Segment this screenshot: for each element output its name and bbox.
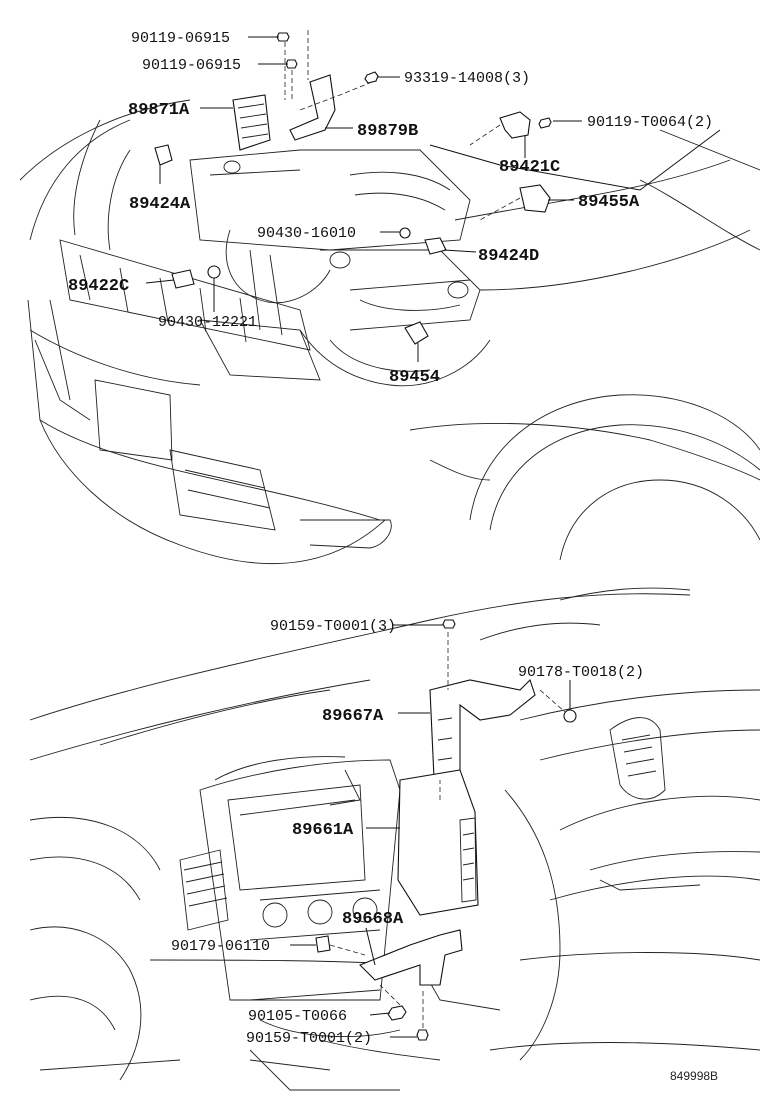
label-l11: 89424D <box>478 247 539 266</box>
bracket-89879b-icon <box>289 74 336 141</box>
figure-code: 849998B <box>670 1069 718 1083</box>
label-l8: 89455A <box>578 193 640 212</box>
label-b2: 90178-T0018(2) <box>518 664 644 681</box>
washer-90430-12221-icon <box>207 265 221 279</box>
vehicle-front-drawing <box>19 99 760 564</box>
label-l5: 89879B <box>357 122 418 141</box>
bottom-labels: 90159-T0001(3) 90178-T0018(2) 89667A 896… <box>171 618 644 1047</box>
sensor-89454-icon <box>404 321 429 345</box>
label-l3: 93319-14008(3) <box>404 70 530 87</box>
label-b5: 89668A <box>342 910 404 929</box>
label-l10: 90430-16010 <box>257 225 356 242</box>
label-l12: 89422C <box>68 277 129 296</box>
label-b7: 90105-T0066 <box>248 1008 347 1025</box>
label-l4: 89871A <box>128 101 190 120</box>
label-l9: 89424A <box>129 195 191 214</box>
bolt-93319-14008-icon <box>364 71 379 84</box>
sensor-89424a-icon <box>154 144 173 166</box>
nut-90178-t0018-icon <box>563 709 577 723</box>
label-l14: 89454 <box>389 368 440 387</box>
ecu-89661a-icon <box>397 769 479 916</box>
bolt-90119-t0064-icon <box>538 117 552 129</box>
bolt-90159-t0001-2-icon <box>416 1029 429 1041</box>
label-l7: 89421C <box>499 158 560 177</box>
sensor-89455a-icon <box>519 184 551 213</box>
sensor-89422c-icon <box>171 269 195 289</box>
bolt-90159-t0001-3-icon <box>442 619 456 629</box>
label-l13: 90430-12221 <box>158 314 257 331</box>
top-parts <box>145 30 721 362</box>
label-b4: 89661A <box>292 821 354 840</box>
label-b8: 90159-T0001(2) <box>246 1030 372 1047</box>
label-b3: 89667A <box>322 707 384 726</box>
ecu-89871a-icon <box>232 94 271 151</box>
label-l1: 90119-06915 <box>131 30 230 47</box>
bracket-89668a-icon <box>359 929 463 986</box>
label-l2: 90119-06915 <box>142 57 241 74</box>
label-b6: 90179-06110 <box>171 938 270 955</box>
sensor-89421c-icon <box>499 111 531 139</box>
bottom-parts <box>290 619 577 1041</box>
washer-90430-16010-icon <box>399 227 411 239</box>
top-labels: 90119-06915 90119-06915 93319-14008(3) 8… <box>68 30 713 387</box>
clip-90179-06110-icon <box>315 935 331 953</box>
bolt-90105-t0066-icon <box>387 1005 407 1021</box>
label-l6: 90119-T0064(2) <box>587 114 713 131</box>
sensor-89424d-icon <box>424 237 447 255</box>
label-b1: 90159-T0001(3) <box>270 618 396 635</box>
